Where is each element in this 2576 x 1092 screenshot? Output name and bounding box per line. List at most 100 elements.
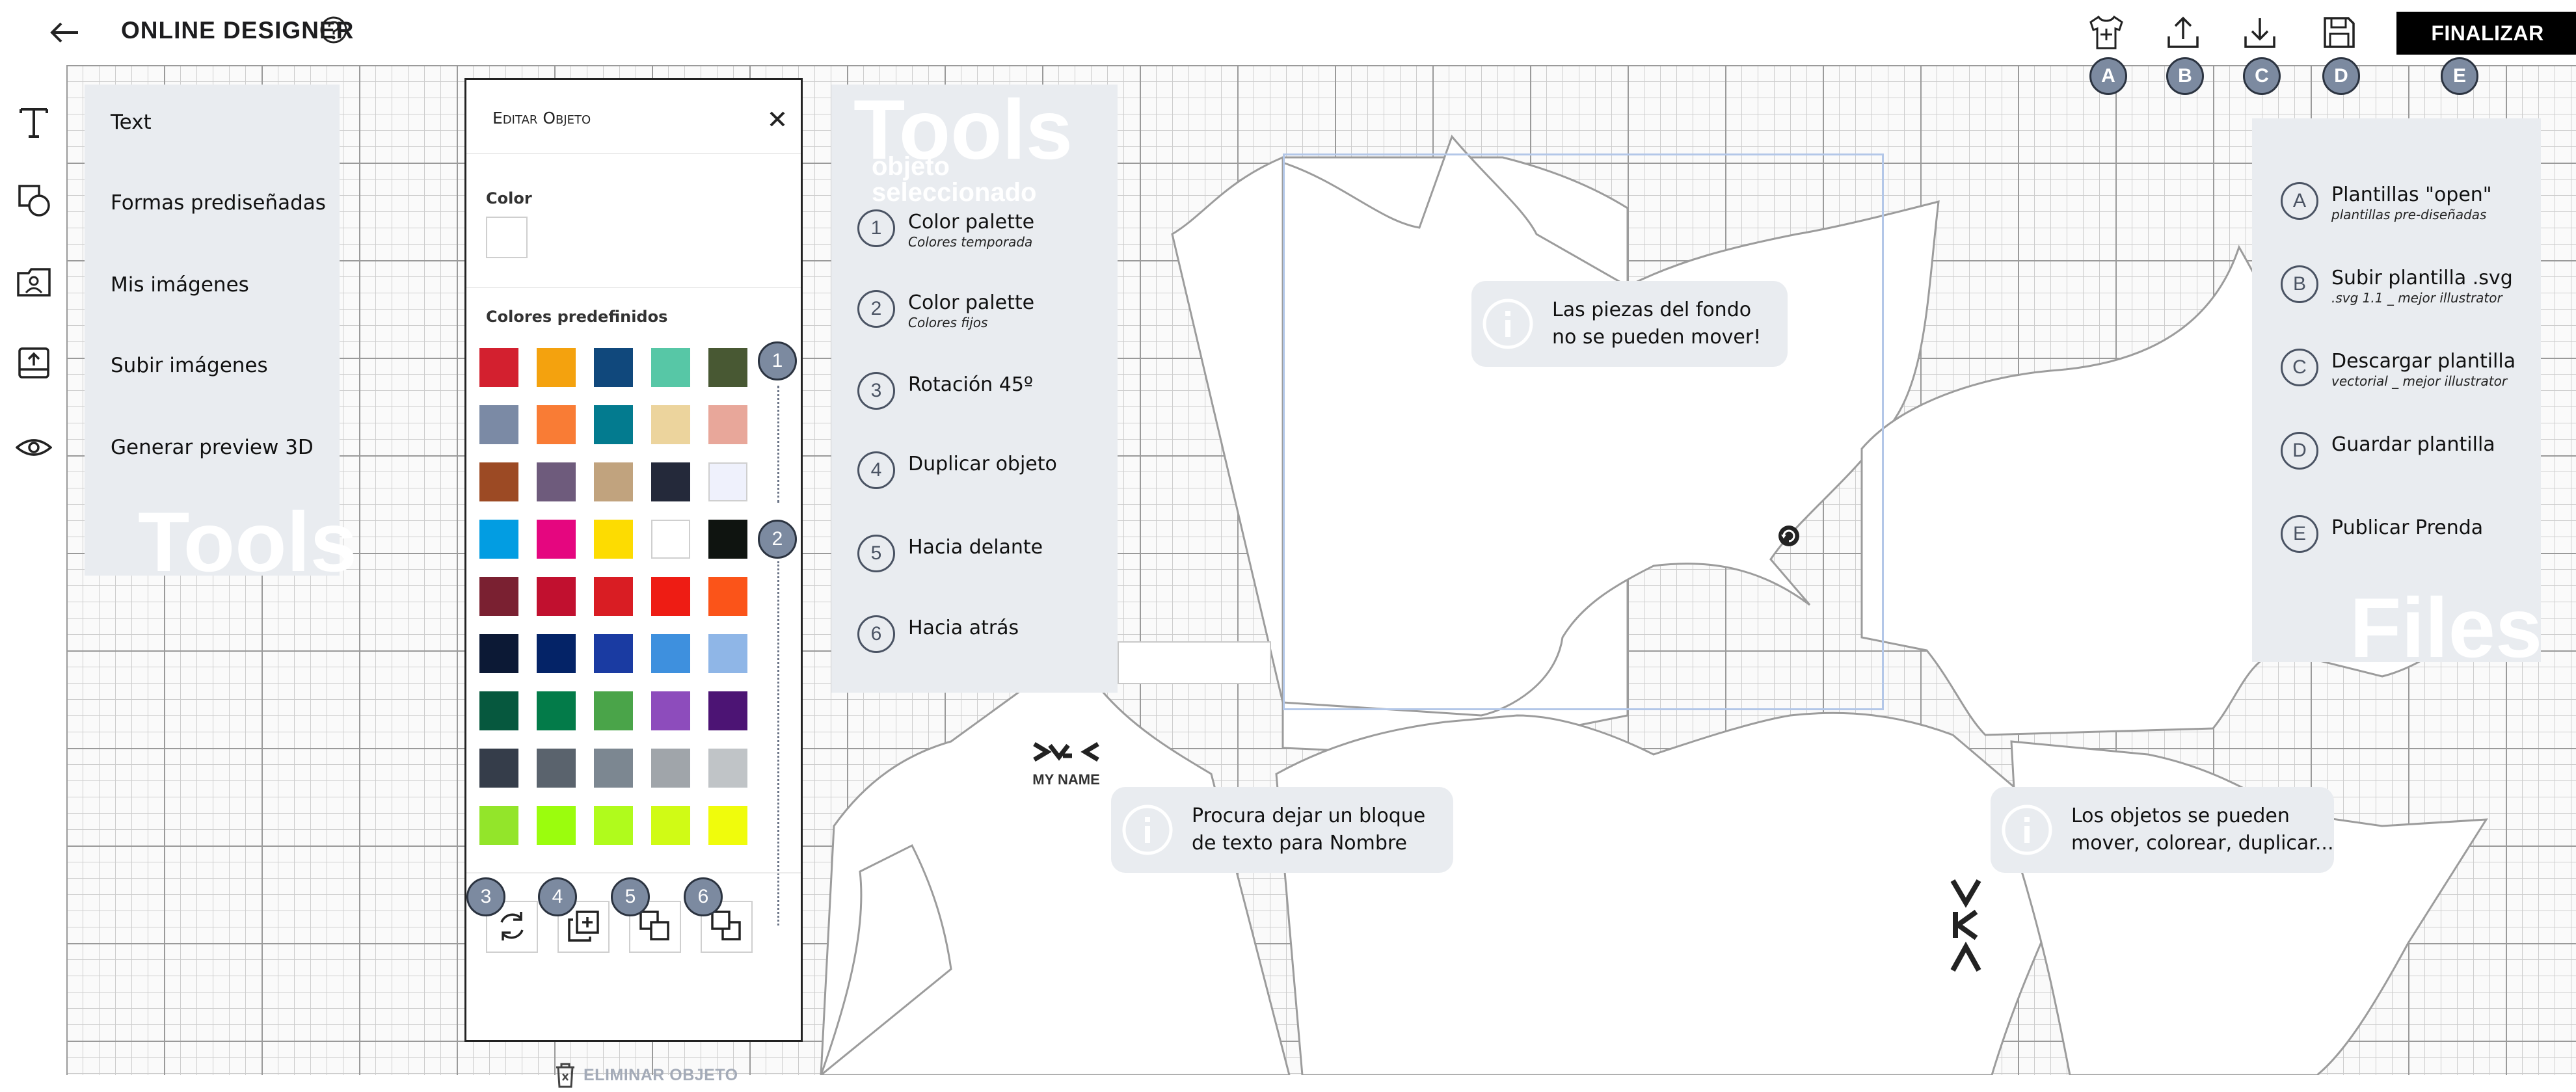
color-swatch[interactable] — [537, 520, 576, 559]
sel-item-label: Color palette — [908, 211, 1035, 233]
tool-item-preview-3d[interactable]: Generar preview 3D — [111, 436, 314, 459]
color-swatch[interactable] — [479, 348, 518, 387]
color-swatch[interactable] — [594, 634, 633, 673]
upload-icon[interactable] — [2162, 12, 2204, 53]
tshirt-plus-icon[interactable] — [2086, 12, 2127, 53]
callout-badge: 3 — [466, 877, 505, 916]
brand-logo-myname[interactable]: MY NAME — [1030, 739, 1102, 791]
sel-item-sub: Colores temporada — [908, 234, 1033, 250]
tool-item-upload-images[interactable]: Subir imágenes — [111, 354, 268, 377]
eye-icon[interactable] — [16, 429, 52, 466]
color-swatch[interactable] — [651, 405, 690, 444]
tool-item-text[interactable]: Text — [111, 111, 152, 134]
sel-item-rotation: 3 Rotación 45º — [857, 367, 1111, 419]
file-item-sub: plantillas pre-diseñadas — [2331, 207, 2487, 222]
color-swatch[interactable] — [479, 520, 518, 559]
shapes-icon[interactable] — [16, 182, 52, 219]
sel-item-color-temporada: 1 Color palette Colores temporada — [857, 204, 1111, 256]
color-swatch[interactable] — [594, 806, 633, 845]
app-title: ONLINE DESIGNER — [121, 17, 355, 44]
color-swatch[interactable] — [708, 806, 747, 845]
color-swatch[interactable] — [651, 462, 690, 501]
current-color-swatch[interactable] — [486, 217, 528, 258]
color-swatch[interactable] — [651, 691, 690, 730]
color-swatch[interactable] — [651, 749, 690, 788]
color-swatch[interactable] — [594, 577, 633, 616]
color-swatch[interactable] — [537, 577, 576, 616]
vka-logo-icon[interactable] — [1946, 875, 1985, 973]
color-swatch[interactable] — [594, 749, 633, 788]
step-number: 2 — [857, 290, 895, 328]
selection-rectangle[interactable] — [1283, 153, 1884, 710]
color-swatch[interactable] — [537, 405, 576, 444]
predefined-colors-label: Colores predefinidos — [486, 308, 668, 326]
color-swatch[interactable] — [651, 806, 690, 845]
file-item-upload-svg: B Subir plantilla .svg .svg 1.1 _ mejor … — [2281, 260, 2541, 319]
color-swatch[interactable] — [708, 462, 747, 501]
hint-background-pieces: Las piezas del fondo no se pueden mover! — [1471, 281, 1788, 367]
color-swatch[interactable] — [479, 405, 518, 444]
color-swatch[interactable] — [537, 691, 576, 730]
color-swatch[interactable] — [708, 577, 747, 616]
color-swatch[interactable] — [651, 520, 690, 559]
file-item-label: Plantillas "open" — [2331, 183, 2492, 206]
color-swatch[interactable] — [708, 520, 747, 559]
step-number: 6 — [857, 615, 895, 653]
color-swatch[interactable] — [479, 462, 518, 501]
color-swatch[interactable] — [479, 691, 518, 730]
color-swatch[interactable] — [537, 806, 576, 845]
hint-name-block: Procura dejar un bloque de texto para No… — [1111, 787, 1453, 873]
sel-item-label: Duplicar objeto — [908, 453, 1057, 475]
selected-object-tools-panel: Tools objeto seleccionado 1 Color palett… — [831, 85, 1118, 693]
color-swatch[interactable] — [479, 634, 518, 673]
tool-item-shapes[interactable]: Formas prediseñadas — [111, 191, 326, 215]
color-swatch[interactable] — [479, 577, 518, 616]
hint-text: Procura dejar un bloque de texto para No… — [1192, 805, 1426, 855]
help-icon[interactable] — [319, 16, 348, 44]
file-item-label: Descargar plantilla — [2331, 350, 2516, 373]
color-swatch[interactable] — [708, 348, 747, 387]
upload-image-icon[interactable] — [16, 345, 52, 381]
trash-icon — [556, 1063, 574, 1088]
callout-badge: 5 — [611, 877, 650, 916]
color-swatch[interactable] — [537, 634, 576, 673]
send-backward-button[interactable] — [701, 901, 753, 953]
file-item-sub: vectorial _ mejor illustrator — [2331, 373, 2508, 389]
finalize-button[interactable]: FINALIZAR — [2396, 12, 2576, 55]
color-swatch[interactable] — [708, 634, 747, 673]
design-canvas[interactable]: MY NAME — [66, 65, 2576, 1075]
color-swatch[interactable] — [537, 749, 576, 788]
sel-item-label: Rotación 45º — [908, 373, 1034, 396]
color-swatch[interactable] — [651, 577, 690, 616]
toolbar-badge: B — [2166, 57, 2204, 95]
toolbar-badge: A — [2089, 57, 2127, 95]
tool-item-my-images[interactable]: Mis imágenes — [111, 273, 249, 297]
color-swatch[interactable] — [594, 348, 633, 387]
color-swatch[interactable] — [708, 749, 747, 788]
delete-object-button[interactable]: ELIMINAR OBJETO — [555, 1062, 738, 1092]
color-swatch[interactable] — [594, 691, 633, 730]
color-swatch[interactable] — [594, 520, 633, 559]
save-icon[interactable] — [2318, 12, 2360, 53]
sel-item-label: Color palette — [908, 291, 1035, 314]
close-icon[interactable] — [764, 106, 790, 132]
selected-watermark-title: Tools — [853, 82, 1073, 177]
color-swatch[interactable] — [651, 348, 690, 387]
rotate-handle-icon[interactable] — [1777, 524, 1801, 548]
color-swatch[interactable] — [537, 348, 576, 387]
color-swatch[interactable] — [479, 749, 518, 788]
color-swatch[interactable] — [537, 462, 576, 501]
color-swatch[interactable] — [594, 462, 633, 501]
color-swatch[interactable] — [479, 806, 518, 845]
dialog-divider — [466, 872, 801, 873]
color-swatch[interactable] — [651, 634, 690, 673]
download-icon[interactable] — [2239, 12, 2281, 53]
back-arrow-icon[interactable] — [46, 13, 85, 52]
color-swatch[interactable] — [708, 691, 747, 730]
info-icon — [1122, 805, 1173, 855]
my-images-icon[interactable] — [16, 264, 52, 300]
color-swatch[interactable] — [594, 405, 633, 444]
color-swatch[interactable] — [708, 405, 747, 444]
text-icon[interactable] — [16, 104, 52, 140]
text-block-placeholder[interactable] — [1118, 641, 1271, 684]
